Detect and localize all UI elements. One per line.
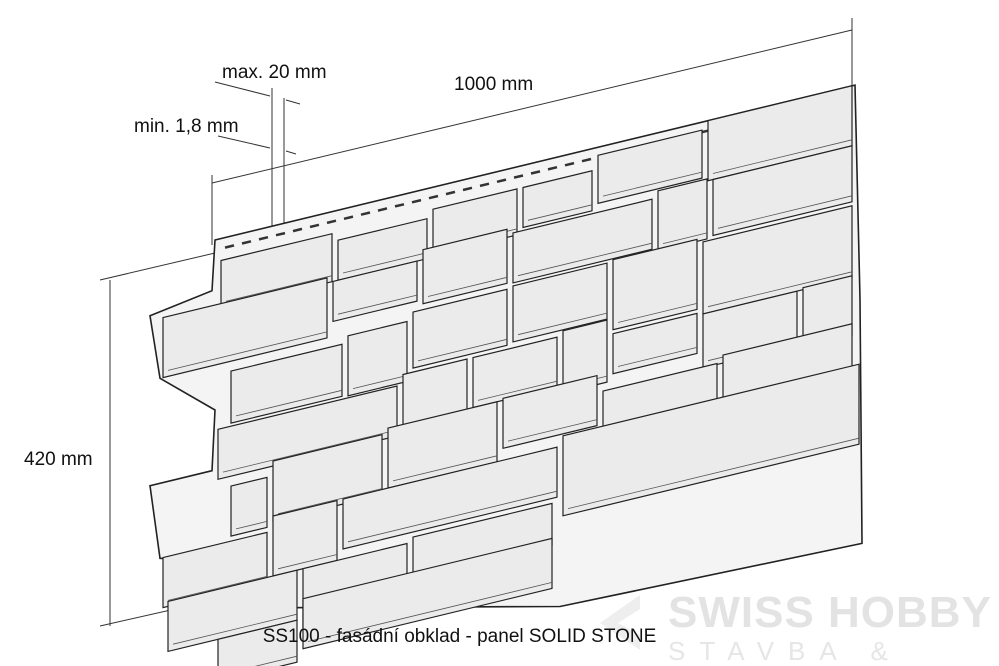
stone (512, 198, 653, 284)
stone-bevel (717, 195, 853, 229)
stone (657, 178, 708, 252)
solid-stone-panel (149, 84, 863, 666)
max-arrow-right (285, 99, 301, 105)
stone (712, 145, 853, 237)
stone (217, 619, 298, 666)
stone-bevel (235, 389, 343, 417)
stone-bevel (567, 437, 860, 509)
height-extension-top (99, 252, 216, 281)
stone-bevel (167, 331, 328, 371)
min-arrow (217, 135, 271, 149)
stone-bevel (342, 252, 428, 274)
stone (220, 232, 333, 310)
stone-bevel (307, 582, 553, 642)
nailing-slot (309, 223, 320, 229)
stone (562, 319, 608, 394)
stone-bevel (254, 655, 298, 666)
stone-bevel (517, 242, 653, 277)
watermark-tagline: STAVBA & ZAHRADA (668, 636, 902, 666)
stone (562, 363, 860, 517)
stone (230, 343, 343, 424)
stone-bevel (477, 380, 558, 401)
nailing-slot (241, 240, 252, 245)
max-gap-label: max. 20 mm (222, 62, 327, 83)
nailing-slot (479, 182, 490, 188)
nailing-slot (258, 235, 269, 241)
nailing-slot (564, 161, 575, 167)
stone (502, 374, 598, 450)
stone (512, 262, 608, 343)
stone (522, 170, 593, 229)
dimension-lines (99, 18, 853, 627)
stone (612, 312, 698, 375)
stone (422, 228, 508, 305)
stone-bevel (707, 271, 853, 308)
nailing-slot (275, 231, 286, 237)
stone-bevel (235, 521, 268, 530)
stone-bevel (427, 276, 508, 297)
stone (412, 288, 508, 369)
nailing-slot (530, 170, 541, 175)
min-arrow-right (285, 150, 297, 155)
nailing-slot (224, 244, 235, 249)
nailing-slot (428, 194, 439, 200)
width-dimension-line (211, 29, 853, 184)
stone-bevel (167, 576, 268, 601)
stone-bevel (527, 204, 593, 221)
stone-bevel (277, 554, 338, 570)
nailing-slot (445, 190, 456, 196)
nailing-slot (394, 203, 405, 208)
max-arrow (214, 81, 271, 97)
stone-bevel (417, 338, 508, 362)
stone-bevel (347, 490, 558, 543)
watermark-brand: SWISS HOBBY (668, 588, 992, 637)
stone-bevel (517, 312, 608, 336)
nailing-slot (496, 178, 507, 184)
stone-bevel (392, 455, 498, 482)
stone-bevel (602, 171, 703, 197)
height-label: 420 mm (24, 449, 93, 470)
stone (612, 238, 698, 331)
stone (230, 476, 268, 537)
stone (332, 260, 418, 323)
stone-bevel (277, 488, 383, 515)
stone-bevel (617, 347, 698, 367)
stone-bevel (172, 613, 298, 645)
nailing-slot (360, 211, 371, 216)
stone (597, 129, 703, 205)
stone-bevel (225, 275, 333, 302)
nailing-slot (377, 207, 388, 212)
stone (342, 446, 558, 550)
stone-bevel (662, 232, 708, 244)
nailing-slot (343, 215, 354, 221)
stone-bevel (222, 429, 398, 473)
stone-bevel (617, 303, 698, 323)
stone-bevel (712, 139, 853, 174)
stone-bevel (507, 419, 598, 442)
nailing-slot (411, 198, 422, 204)
nailing-slot (292, 227, 303, 233)
stone (302, 537, 553, 650)
stone (162, 277, 328, 379)
stone-bevel (352, 375, 408, 389)
min-gap-label: min. 1,8 mm (134, 116, 239, 137)
caption: SS100 - fasádní obklad - panel SOLID STO… (262, 626, 657, 647)
nailing-slot (513, 174, 524, 179)
nailing-slot (462, 186, 473, 192)
nailing-slot (547, 165, 558, 171)
stone-bevel (337, 294, 418, 315)
nailing-slot (326, 219, 337, 225)
nailing-slot (581, 157, 592, 163)
width-label: 1000 mm (454, 74, 534, 95)
watermark-logo-icon (600, 595, 640, 650)
